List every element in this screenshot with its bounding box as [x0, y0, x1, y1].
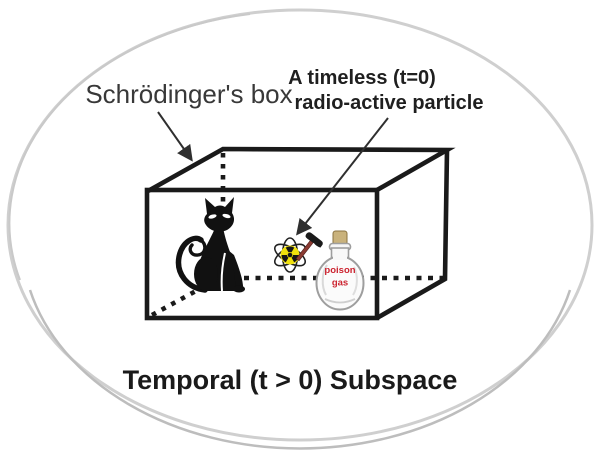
cat-left-eye — [208, 214, 217, 219]
cat-haunch — [194, 257, 218, 291]
schrodinger-box — [144, 146, 456, 321]
particle-label-line1: A timeless (t=0) — [288, 67, 436, 89]
bottle-label-line2: gas — [332, 278, 348, 289]
trefoil-center — [287, 252, 293, 258]
cat-tail-spiral — [188, 238, 207, 257]
arrow-to-particle — [296, 117, 389, 236]
poison-bottle-icon: poison gas — [315, 230, 365, 311]
arrow-to-box — [157, 111, 193, 162]
cat-front-leg — [228, 250, 244, 291]
bottle-highlight-left — [321, 264, 328, 296]
bottle-label-line1: poison — [324, 265, 355, 276]
trefoil-blade — [291, 254, 299, 263]
particle-label-line2: radio-active particle — [295, 92, 484, 114]
cat-right-eye — [222, 213, 231, 219]
cat-head — [204, 197, 235, 232]
atom-icon — [274, 237, 306, 273]
cat-icon — [175, 197, 245, 293]
box-top-face — [146, 146, 456, 194]
subspace-boundary-topleft-shade — [8, 13, 251, 281]
bottle-bottom-shade — [324, 298, 356, 304]
hammer-icon — [295, 232, 323, 262]
cat-tail — [175, 235, 208, 293]
hammer-head — [305, 232, 323, 248]
trefoil-blade — [281, 254, 289, 263]
box-right-face — [375, 149, 450, 320]
box-label: Schrödinger's box — [85, 79, 292, 109]
trefoil-blade — [285, 246, 295, 253]
bottle-highlight-right — [352, 266, 358, 296]
cat-paw — [233, 285, 245, 293]
subspace-label: Temporal (t > 0) Subspace — [123, 365, 458, 395]
cat-leg-separation — [220, 252, 226, 292]
box-front-face — [144, 187, 380, 321]
radiation-trefoil-icon — [281, 246, 299, 263]
subspace-boundary-bottom-shade — [28, 289, 572, 450]
bottle-neck-join — [333, 254, 347, 260]
box-bottom-left-depth-edge — [150, 277, 218, 318]
box-hidden-edges — [150, 153, 443, 318]
